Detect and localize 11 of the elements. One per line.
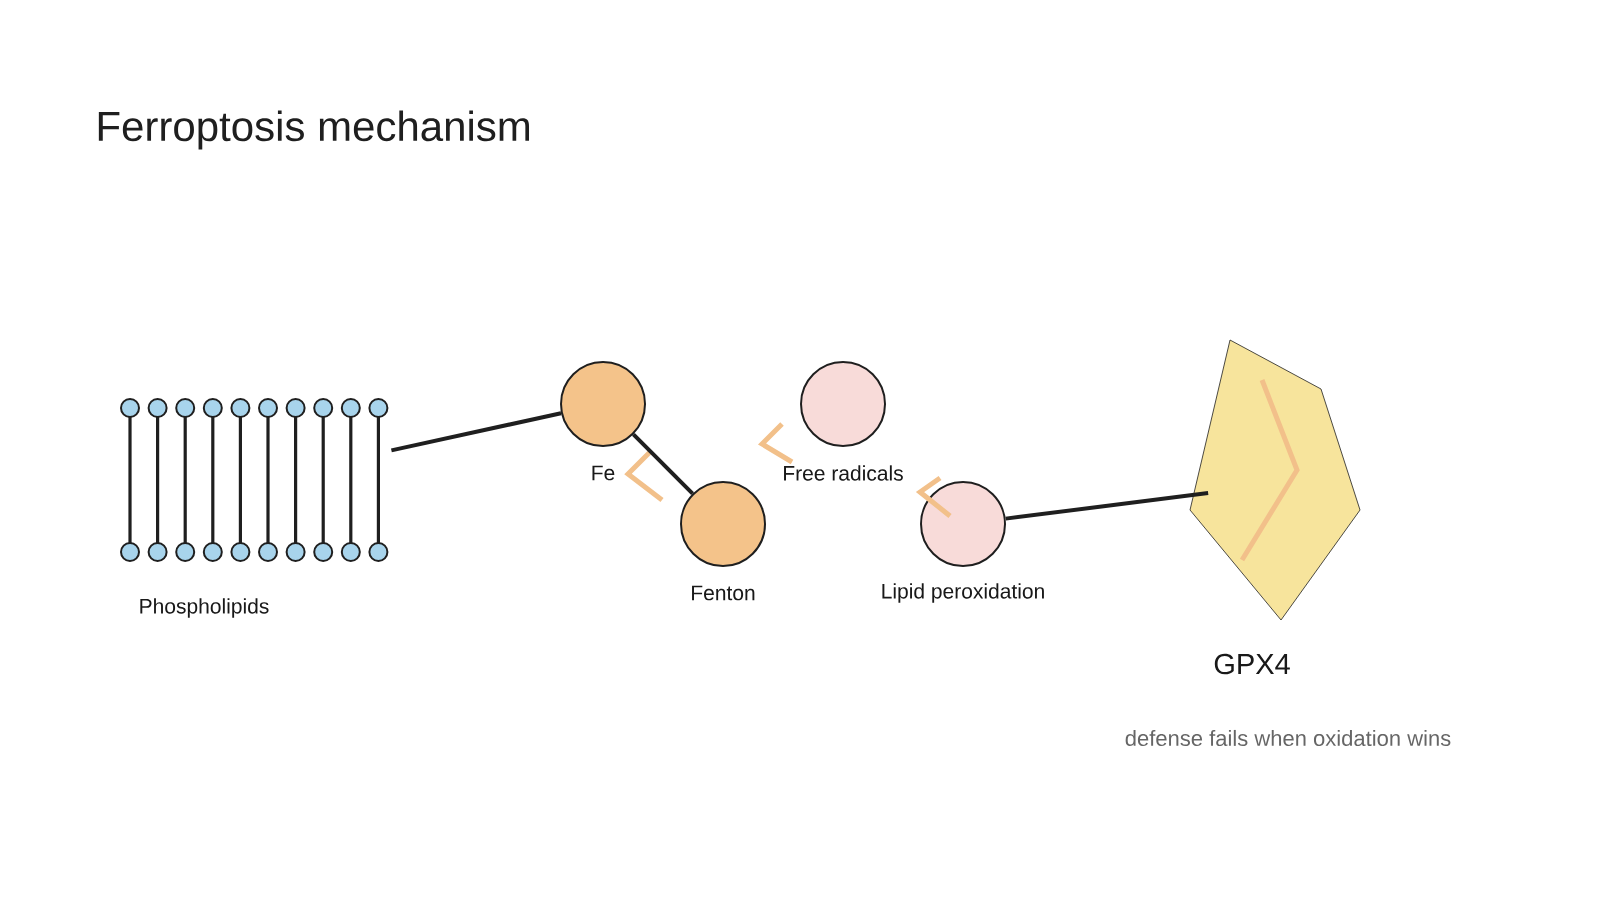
node-label: GPX4 xyxy=(1214,653,1290,675)
note-text: defense fails when oxidation wins xyxy=(1125,729,1451,747)
node-label: Free radicals xyxy=(784,465,903,481)
connector-line xyxy=(1005,491,1209,521)
node-label: Lipid peroxidation xyxy=(882,583,1044,603)
connector-line xyxy=(632,433,694,495)
connector-line xyxy=(391,411,562,453)
title: Ferroptosis mechanism xyxy=(98,110,529,150)
node-label: Fenton xyxy=(692,585,755,601)
node-label: Phospholipids xyxy=(140,598,269,618)
node-label: Fe xyxy=(592,465,615,481)
